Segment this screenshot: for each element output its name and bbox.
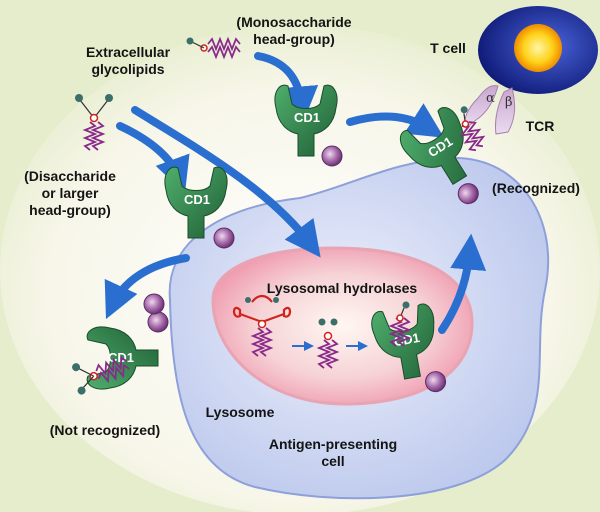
label-apc-line1: Antigen-presenting: [268, 436, 398, 452]
cd1-label: CD1: [184, 192, 210, 207]
t-cell-nucleus: [514, 24, 562, 72]
glycolipid-not-recognized: [72, 355, 132, 395]
label-extracellular-line1: Extracellular: [85, 44, 171, 60]
glycolipid-large-headgroup: [232, 294, 292, 357]
cd1-surface-top: CD1: [274, 84, 343, 167]
glycolipid-trimmed: [318, 331, 338, 369]
label-antigen-presenting-cell: Antigen-presenting cell: [258, 436, 408, 470]
presented-glycolipid: [456, 106, 489, 154]
label-extracellular-line2: glycolipids: [91, 61, 165, 77]
released-sugar: [330, 318, 338, 326]
label-disaccharide-line1: (Disaccharide: [24, 168, 116, 184]
label-disaccharide: (Disaccharide or larger head-group): [14, 168, 126, 219]
arrow-cd1-to-notrecognized: [104, 254, 190, 320]
glycolipid-monosaccharide: [186, 37, 241, 58]
label-not-recognized: (Not recognized): [49, 422, 161, 438]
arrow-lysosome-to-surface: [438, 233, 487, 334]
label-tcr: TCR: [525, 118, 555, 134]
tcr-alpha-label: α: [486, 91, 495, 106]
label-t-cell: T cell: [430, 40, 466, 56]
lysosome-loaded-glycolipid: [390, 301, 410, 347]
label-monosaccharide-line1: (Monosaccharide: [236, 14, 352, 30]
arrow-mono-to-cd1: [254, 52, 319, 123]
cd1-label: CD1: [294, 110, 320, 125]
arrow-cd1-to-tcell: [346, 103, 445, 138]
label-lysosomal-hydrolases: Lysosomal hydrolases: [266, 280, 418, 296]
tcr-beta-chain: [495, 87, 516, 135]
label-lysosome: Lysosome: [205, 404, 275, 420]
label-apc-line2: cell: [321, 453, 345, 469]
bound-protein-ball: [147, 311, 169, 333]
label-monosaccharide-line2: head-group): [253, 31, 335, 47]
glycolipid-disaccharide: [75, 94, 113, 151]
label-disaccharide-line3: head-group): [29, 202, 111, 218]
label-disaccharide-line2: or larger: [41, 185, 99, 201]
arrow-glycolipid-to-lysosome: [131, 106, 321, 258]
label-recognized: (Recognized): [492, 180, 580, 196]
tcr-alpha-chain: [464, 85, 499, 129]
label-extracellular: Extracellular glycolipids: [76, 44, 180, 78]
tcr-beta-label: β: [505, 95, 513, 110]
released-sugar: [318, 318, 326, 326]
cd1-surface-left: CD1: [164, 166, 235, 249]
bound-protein-ball-2: [143, 293, 165, 315]
label-monosaccharide: (Monosaccharide head-group): [232, 14, 356, 48]
